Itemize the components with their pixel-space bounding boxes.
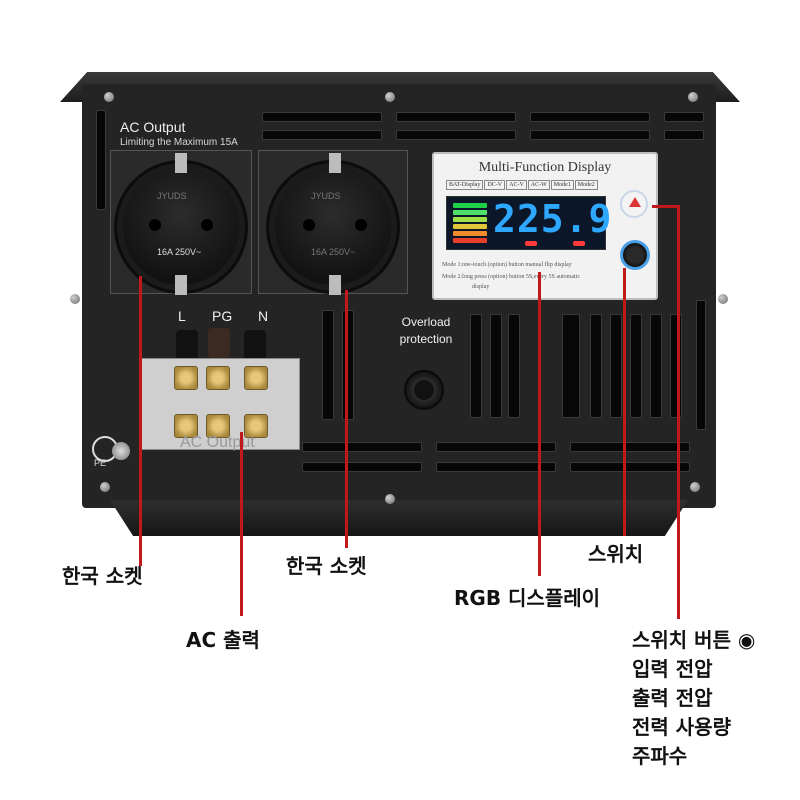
mode-cell: Mode1 (550, 180, 574, 190)
leader-line-socket-right (345, 290, 348, 548)
callout-frequency: 주파수 (632, 744, 688, 768)
display-switch-button[interactable] (620, 190, 648, 218)
socket-rating: 16A 250V~ (311, 247, 356, 257)
callout-input-voltage: 입력 전압 (632, 657, 713, 681)
screw (385, 92, 395, 102)
terminal-screw (174, 414, 198, 438)
lcd-indicator (525, 241, 537, 246)
mode-cell: BAT-Display (446, 180, 484, 190)
terminal-screw (174, 366, 198, 390)
display-title: Multi-Function Display (478, 160, 612, 175)
leader-line-switch-button-v (677, 205, 680, 619)
mode-cell: DC-V (484, 180, 506, 190)
display-note: Mode 1:one-touch (option) button manual … (442, 262, 572, 268)
korean-socket-right[interactable]: JYUDS 16A 250V~ (266, 153, 400, 295)
leader-line-rgb-display (538, 272, 541, 576)
terminal-label-n: N (258, 308, 269, 324)
screw (718, 294, 728, 304)
display-mode-row: BAT-Display DC-V AC-V AC-W Mode1 Mode2 (446, 180, 599, 190)
leader-line-ac-output (240, 432, 243, 616)
callout-switch-button: 스위치 버튼 ◉ (632, 628, 756, 652)
mode-cell: AC-W (527, 180, 550, 190)
terminal-label-l: L (178, 308, 186, 324)
callout-output-voltage: 출력 전압 (632, 686, 713, 710)
socket-brand: JYUDS (157, 191, 187, 201)
terminal-label-pg: PG (212, 308, 233, 324)
lcd-reading: 225.9 (493, 197, 613, 241)
terminal-screw (244, 366, 268, 390)
callout-switch: 스위치 (588, 542, 644, 566)
cable (208, 328, 230, 358)
rgb-lcd-screen: 225.9 (446, 196, 611, 250)
mode-cell: AC-V (506, 180, 527, 190)
callout-korean-socket-left: 한국 소켓 (62, 564, 143, 588)
screw (70, 294, 80, 304)
ground-label: PE (94, 458, 107, 468)
terminal-screw (244, 414, 268, 438)
screw (100, 482, 110, 492)
callout-korean-socket-right: 한국 소켓 (286, 554, 367, 578)
screw (690, 482, 700, 492)
callout-power-usage: 전력 사용량 (632, 715, 731, 739)
overload-protection-label: Overload protection (399, 315, 453, 346)
battery-level-bars (453, 203, 489, 243)
ground-bolt[interactable] (112, 442, 130, 460)
leader-line-switch-button-h (652, 205, 680, 208)
lcd-indicator (573, 241, 585, 246)
ac-panel-title: AC Output (120, 119, 186, 135)
terminal-screw (206, 414, 230, 438)
cable (176, 330, 198, 360)
arrow-up-icon (629, 197, 641, 207)
overload-reset-button[interactable] (404, 370, 444, 410)
screw (385, 494, 395, 504)
screw (104, 92, 114, 102)
terminal-screw (206, 366, 230, 390)
display-note: Mode 2:long press (option) button 5S,eve… (442, 274, 580, 280)
leader-line-switch (623, 268, 626, 536)
screw (688, 92, 698, 102)
callout-switch-button-functions: 스위치 버튼 ◉ 입력 전압 출력 전압 전력 사용량 주파수 (632, 626, 755, 771)
power-switch[interactable] (620, 240, 650, 270)
korean-socket-left[interactable]: JYUDS 16A 250V~ (114, 153, 248, 295)
display-note: display (472, 284, 490, 290)
callout-rgb-display: RGB 디스플레이 (454, 586, 601, 610)
multi-function-display: Multi-Function Display BAT-Display DC-V … (432, 152, 658, 300)
callout-ac-output: AC 출력 (186, 628, 260, 652)
leader-line-socket-left (139, 276, 142, 566)
socket-brand: JYUDS (311, 191, 341, 201)
cable (244, 330, 266, 360)
mode-cell: Mode2 (574, 180, 598, 190)
ac-panel-subtitle: Limiting the Maximum 15A (120, 137, 238, 148)
socket-rating: 16A 250V~ (157, 247, 202, 257)
device-mounting-foot (110, 500, 688, 536)
terminal-caption: AC Output (180, 434, 255, 451)
